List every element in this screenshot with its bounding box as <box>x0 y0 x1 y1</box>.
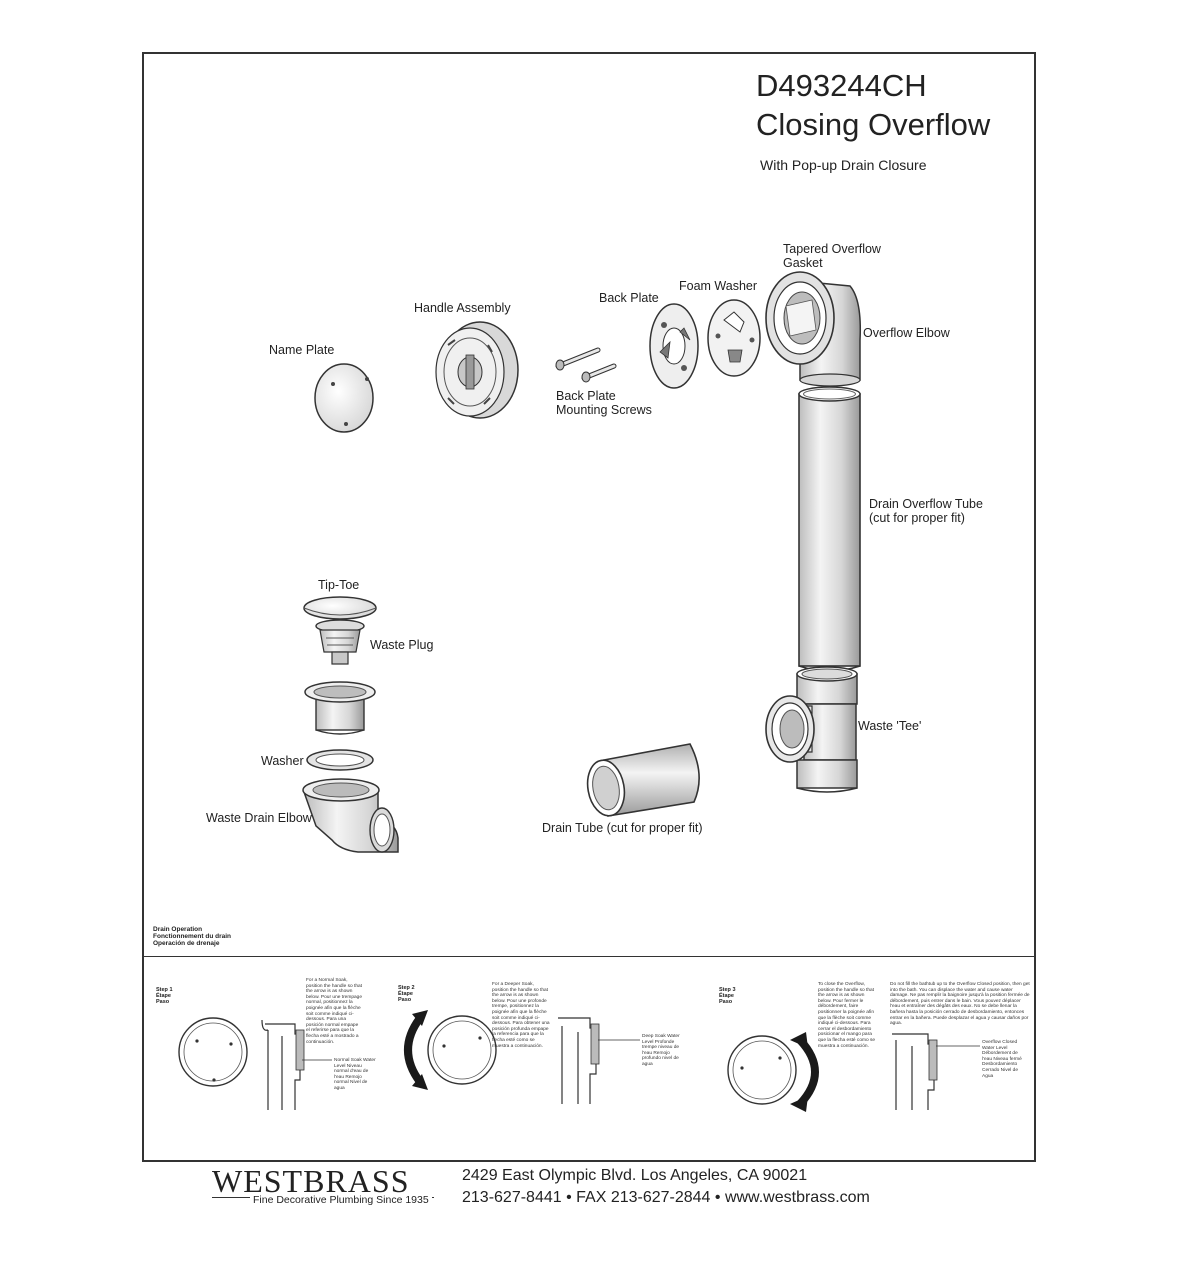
label-waste-plug: Waste Plug <box>370 638 434 652</box>
waste-drain-elbow-icon <box>302 778 399 853</box>
step1-label: Step 1 Étape Paso <box>156 987 173 1005</box>
step1-water-level: Normal Soak Water Level Niveau normal d'… <box>334 1058 376 1091</box>
name-plate-icon <box>314 363 374 433</box>
drain-overflow-tube-icon <box>798 386 861 672</box>
waste-plug-icon <box>315 619 365 665</box>
brand-tagline: Fine Decorative Plumbing Since 1935 <box>250 1194 432 1206</box>
label-overflow-tube-line1: Drain Overflow Tube <box>869 497 983 511</box>
label-waste-tee: Waste 'Tee' <box>858 719 922 733</box>
drain-operation-heading: Drain Operation Fonctionnement du drain … <box>153 926 231 947</box>
westbrass-logo: WESTBRASS <box>212 1163 410 1199</box>
company-contact: 213-627-8441 • FAX 213-627-2844 • www.we… <box>462 1189 870 1206</box>
label-waste-drain-elbow: Waste Drain Elbow <box>206 811 312 825</box>
drain-tube-icon <box>586 743 700 817</box>
handle-assembly-icon <box>435 321 519 419</box>
step1-overflow-section-icon <box>261 1019 332 1110</box>
label-drain-tube: Drain Tube (cut for proper fit) <box>542 821 703 835</box>
step2-label: Step 2 Étape Paso <box>398 985 415 1003</box>
step2-overflow-section-icon <box>558 1017 640 1104</box>
step3-water-level: Overflow Closed Water Level Débordement … <box>982 1040 1022 1079</box>
step3-rotate-arrow-icon <box>790 1032 819 1112</box>
product-title: Closing Overflow <box>756 107 991 142</box>
label-drain-overflow-tube: Drain Overflow Tube (cut for proper fit) <box>869 497 983 525</box>
label-tapered-gasket: Tapered Overflow Gasket <box>783 242 881 270</box>
tip-toe-icon <box>303 596 377 620</box>
waste-tee-icon <box>765 666 858 793</box>
model-number: D493244CH <box>756 68 927 103</box>
step1-instruction: For a Normal Soak, position the handle s… <box>306 978 363 1045</box>
label-mounting-screws: Back Plate Mounting Screws <box>556 389 652 417</box>
sheet-border <box>142 52 1036 1162</box>
company-address: 2429 East Olympic Blvd. Los Angeles, CA … <box>462 1167 808 1184</box>
step2-water-level: Deep Soak Water Level Profonde trempe ni… <box>642 1034 680 1067</box>
step2-instruction: For a Deeper Soak, position the handle s… <box>492 982 550 1049</box>
drain-flange-icon <box>304 681 376 735</box>
label-overflow-tube-line2: (cut for proper fit) <box>869 511 965 525</box>
product-subtitle: With Pop-up Drain Closure <box>760 157 927 173</box>
step3-label-fr: Étape <box>719 993 734 999</box>
label-tapered-gasket-line2: Gasket <box>783 256 823 270</box>
step2-rotate-arrow-icon <box>404 1010 428 1090</box>
label-tapered-gasket-line1: Tapered Overflow <box>783 242 881 256</box>
step2-label-es: Paso <box>398 997 412 1003</box>
ops-heading-en: Drain Operation <box>153 926 203 933</box>
label-handle-assembly: Handle Assembly <box>414 301 511 315</box>
step3-instruction: To close the Overflow, position the hand… <box>818 982 876 1049</box>
label-back-plate: Back Plate <box>599 291 659 305</box>
step3-faceplate-icon <box>727 1035 797 1105</box>
step1-label-fr: Étape <box>156 993 171 999</box>
step2-label-fr: Étape <box>398 991 413 997</box>
operation-divider <box>142 956 1036 957</box>
label-tip-toe: Tip-Toe <box>318 578 360 592</box>
step2-faceplate-icon <box>427 1015 497 1085</box>
step3-label: Step 3 Étape Paso <box>719 987 736 1005</box>
label-foam-washer: Foam Washer <box>679 279 758 293</box>
overflow-elbow-icon <box>765 271 862 387</box>
step2-label-en: Step 2 <box>398 985 415 991</box>
step3-warning: Do not fill the bathtub up to the Overfl… <box>890 982 1030 1027</box>
step1-label-en: Step 1 <box>156 987 173 993</box>
step3-label-en: Step 3 <box>719 987 736 993</box>
ops-heading-fr: Fonctionnement du drain <box>153 933 231 940</box>
label-overflow-elbow: Overflow Elbow <box>863 326 950 340</box>
step3-overflow-section-icon <box>892 1033 980 1110</box>
washer-icon <box>306 749 374 771</box>
back-plate-icon <box>649 303 699 389</box>
label-mounting-screws-line2: Mounting Screws <box>556 403 652 417</box>
foam-washer-icon <box>707 299 761 377</box>
step3-label-es: Paso <box>719 999 733 1005</box>
label-name-plate: Name Plate <box>269 343 335 357</box>
ops-heading-es: Operación de drenaje <box>153 940 220 947</box>
mounting-screws-icon <box>555 347 617 383</box>
step1-faceplate-icon <box>178 1017 248 1087</box>
label-washer: Washer <box>261 754 304 768</box>
label-mounting-screws-line1: Back Plate <box>556 389 616 403</box>
step1-label-es: Paso <box>156 999 170 1005</box>
